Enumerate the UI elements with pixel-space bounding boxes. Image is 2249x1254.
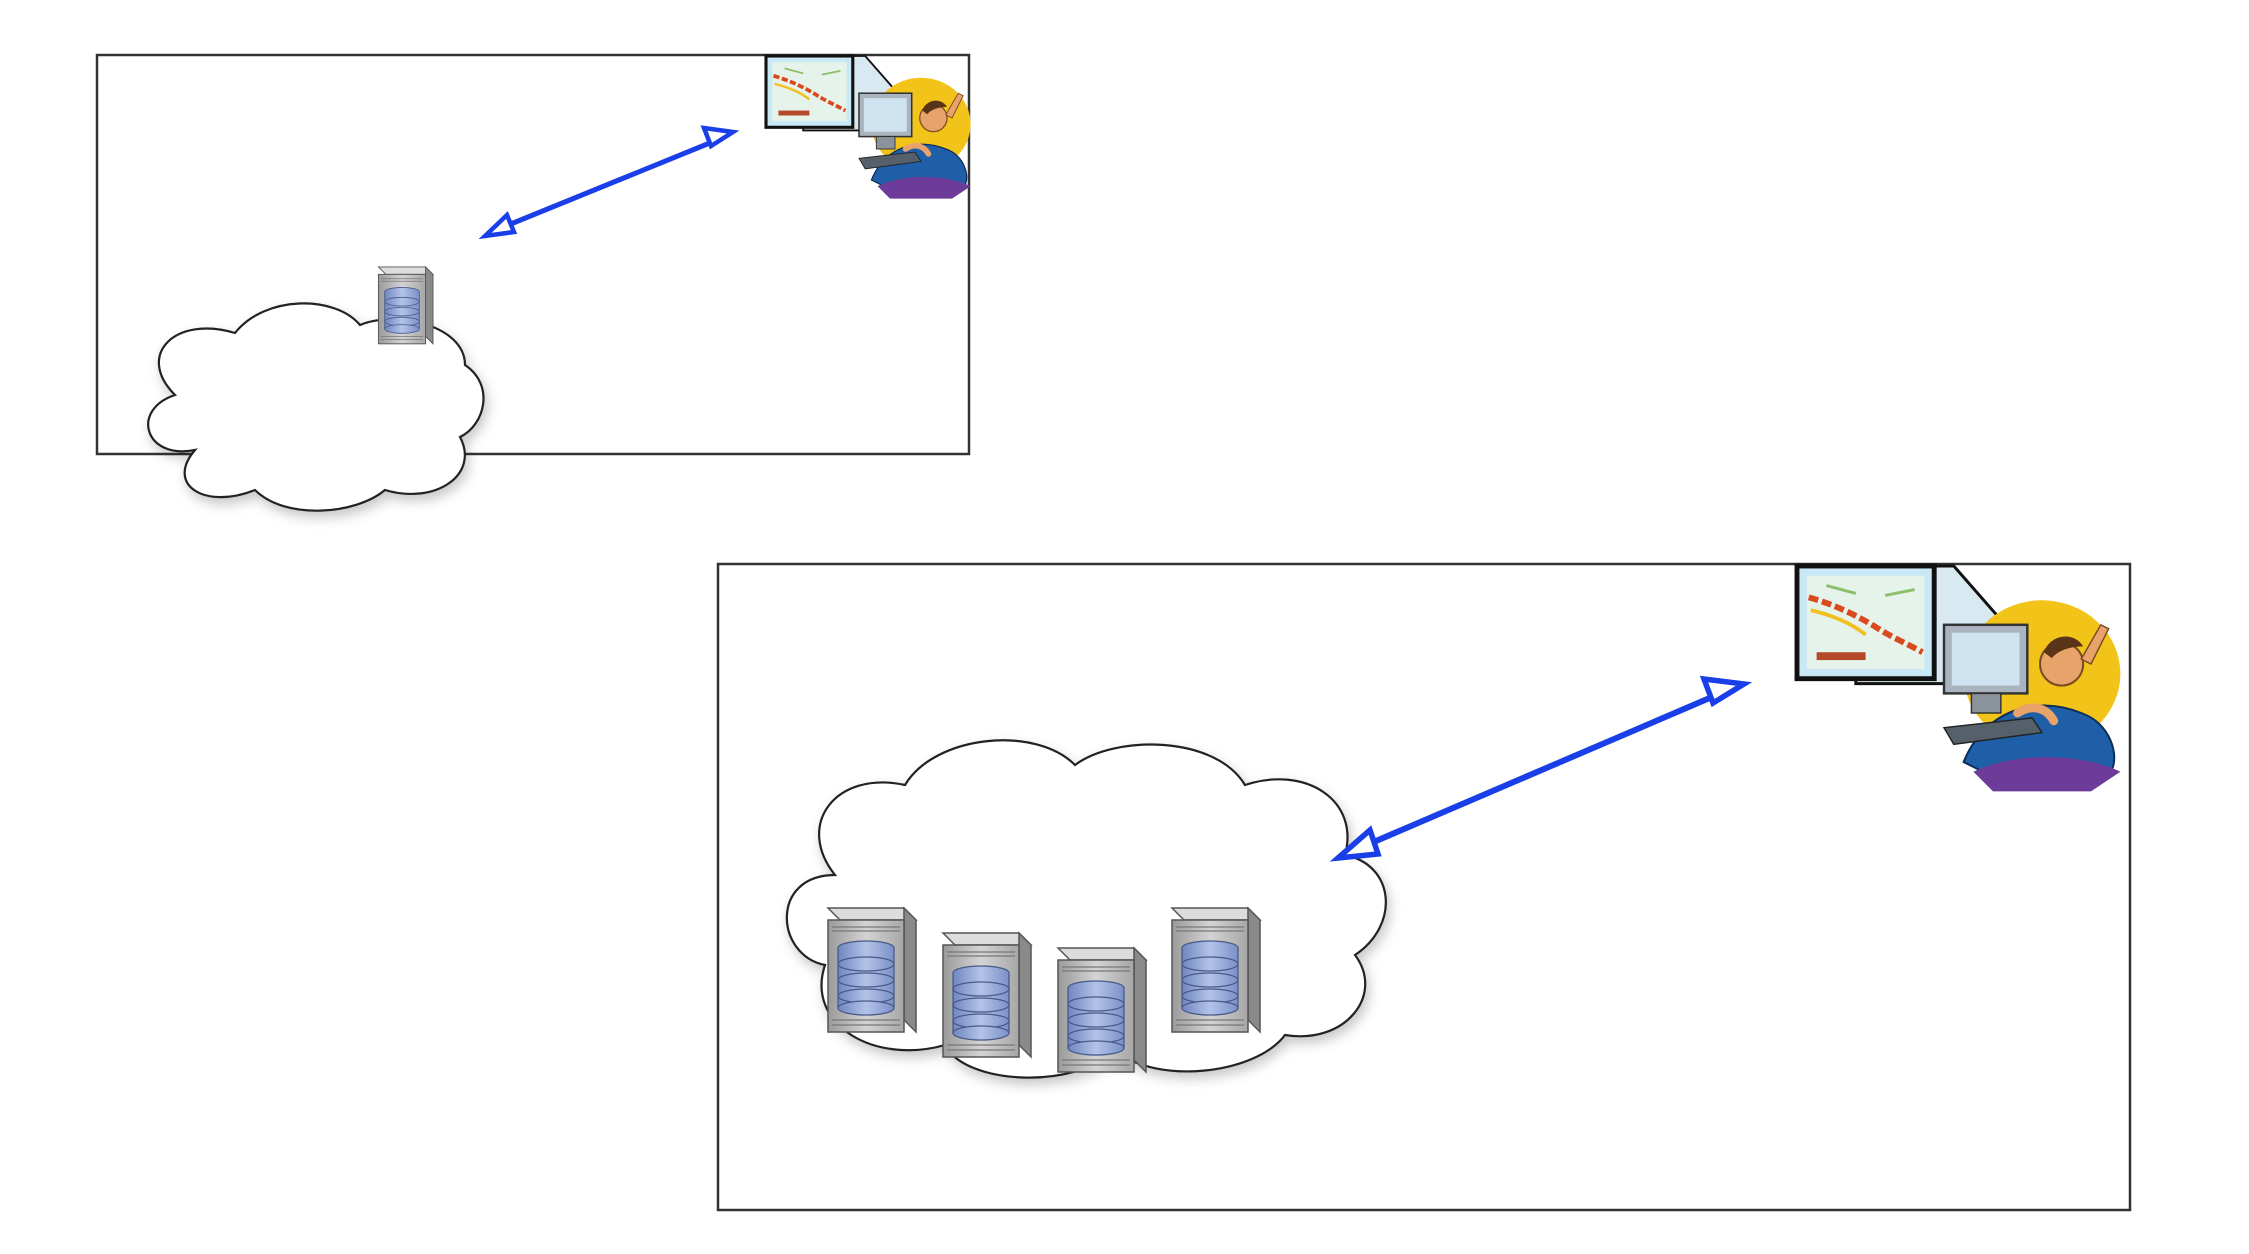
- bidirectional-arrow-icon: [478, 125, 740, 240]
- server-icon: [942, 932, 1032, 1058]
- single-server-panel: [95, 55, 971, 512]
- server-icon: [827, 907, 917, 1033]
- server-icon: [1171, 907, 1261, 1033]
- server-icon: [1057, 947, 1147, 1073]
- server-cluster-panel: [716, 564, 2132, 1212]
- bidirectional-arrow-icon: [1329, 675, 1753, 862]
- server-icon: [377, 266, 434, 345]
